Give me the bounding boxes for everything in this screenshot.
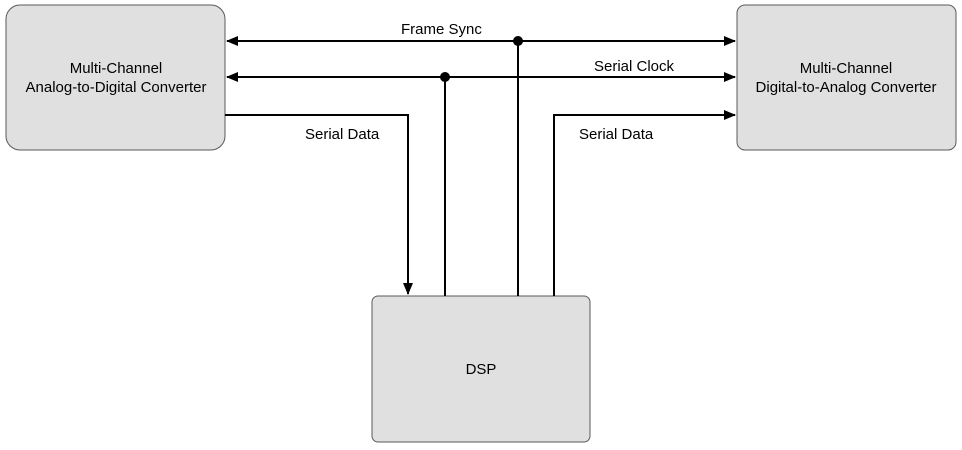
dac-label-line2: Digital-to-Analog Converter	[756, 79, 937, 96]
dac-block: Multi-Channel Digital-to-Analog Converte…	[736, 4, 957, 151]
serial-data-adc-label: Serial Data	[305, 126, 380, 143]
frame-sync-label: Frame Sync	[401, 21, 482, 38]
dac-label-line1: Multi-Channel	[800, 60, 893, 77]
adc-block: Multi-Channel Analog-to-Digital Converte…	[5, 4, 226, 151]
serial-clock-label: Serial Clock	[594, 58, 675, 75]
serial-clock-junction	[440, 72, 450, 82]
serial-data-adc-line	[225, 114, 413, 295]
dsp-block: DSP	[371, 295, 591, 443]
adc-label-line1: Multi-Channel	[70, 60, 163, 77]
frame-sync-junction	[513, 36, 523, 46]
serial-data-dac-line	[553, 110, 736, 296]
serial-data-dac-label: Serial Data	[579, 126, 654, 143]
dsp-label: DSP	[466, 361, 497, 378]
adc-label-line2: Analog-to-Digital Converter	[26, 79, 207, 96]
